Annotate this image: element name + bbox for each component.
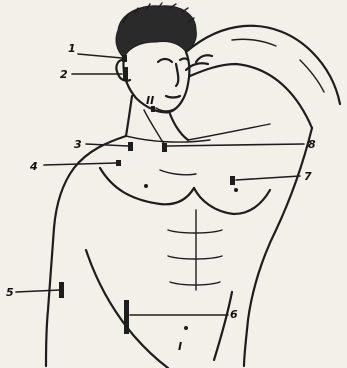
marker-3 [128, 142, 133, 151]
label-1: 1 [68, 42, 76, 55]
label-roman-2: II [146, 94, 154, 107]
left-nipple [144, 184, 148, 188]
label-roman-1: I [178, 340, 182, 353]
marker-1 [122, 55, 127, 62]
marker-8 [162, 143, 167, 152]
right-nipple [234, 188, 238, 192]
marker-7 [230, 176, 235, 185]
navel [184, 326, 188, 330]
marker-2 [123, 67, 128, 81]
label-2: 2 [60, 68, 68, 81]
label-4: 4 [29, 160, 38, 173]
label-5: 5 [6, 286, 14, 299]
label-8: 8 [308, 138, 316, 151]
label-7: 7 [304, 170, 312, 183]
marker-6 [124, 300, 129, 334]
label-3: 3 [74, 138, 82, 151]
label-6: 6 [230, 308, 238, 321]
